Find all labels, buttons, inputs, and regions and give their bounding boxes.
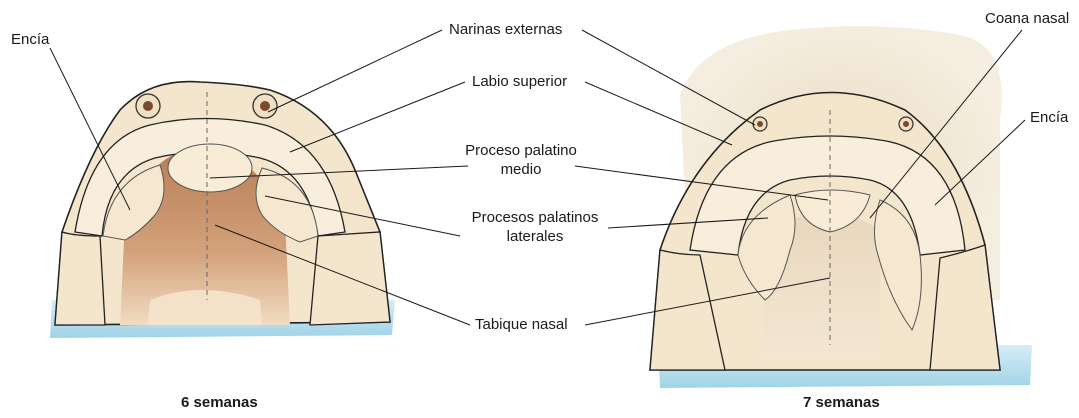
label-procesos-lat-line1: Procesos palatinos xyxy=(460,208,610,227)
left-medial-process xyxy=(168,144,252,192)
figure-7-weeks xyxy=(650,26,1032,388)
label-procesos-lat-line2: laterales xyxy=(460,227,610,246)
figure-6-weeks xyxy=(50,82,395,338)
label-encia-left: Encía xyxy=(11,30,49,49)
label-proceso-medio-line2: medio xyxy=(462,160,580,179)
caption-7-semanas: 7 semanas xyxy=(803,394,880,411)
label-labio-superior: Labio superior xyxy=(472,72,567,91)
label-tabique-nasal: Tabique nasal xyxy=(475,315,568,334)
label-proceso-medio-line1: Proceso palatino xyxy=(462,141,580,160)
label-coana-nasal: Coana nasal xyxy=(985,9,1069,28)
label-procesos-palatinos-laterales: Procesos palatinos laterales xyxy=(460,208,610,246)
leader-narinas-left xyxy=(268,30,442,112)
caption-6-semanas: 6 semanas xyxy=(181,394,258,411)
label-narinas-externas: Narinas externas xyxy=(449,20,562,39)
label-encia-right: Encía xyxy=(1030,108,1068,127)
label-proceso-palatino-medio: Proceso palatino medio xyxy=(462,141,580,179)
